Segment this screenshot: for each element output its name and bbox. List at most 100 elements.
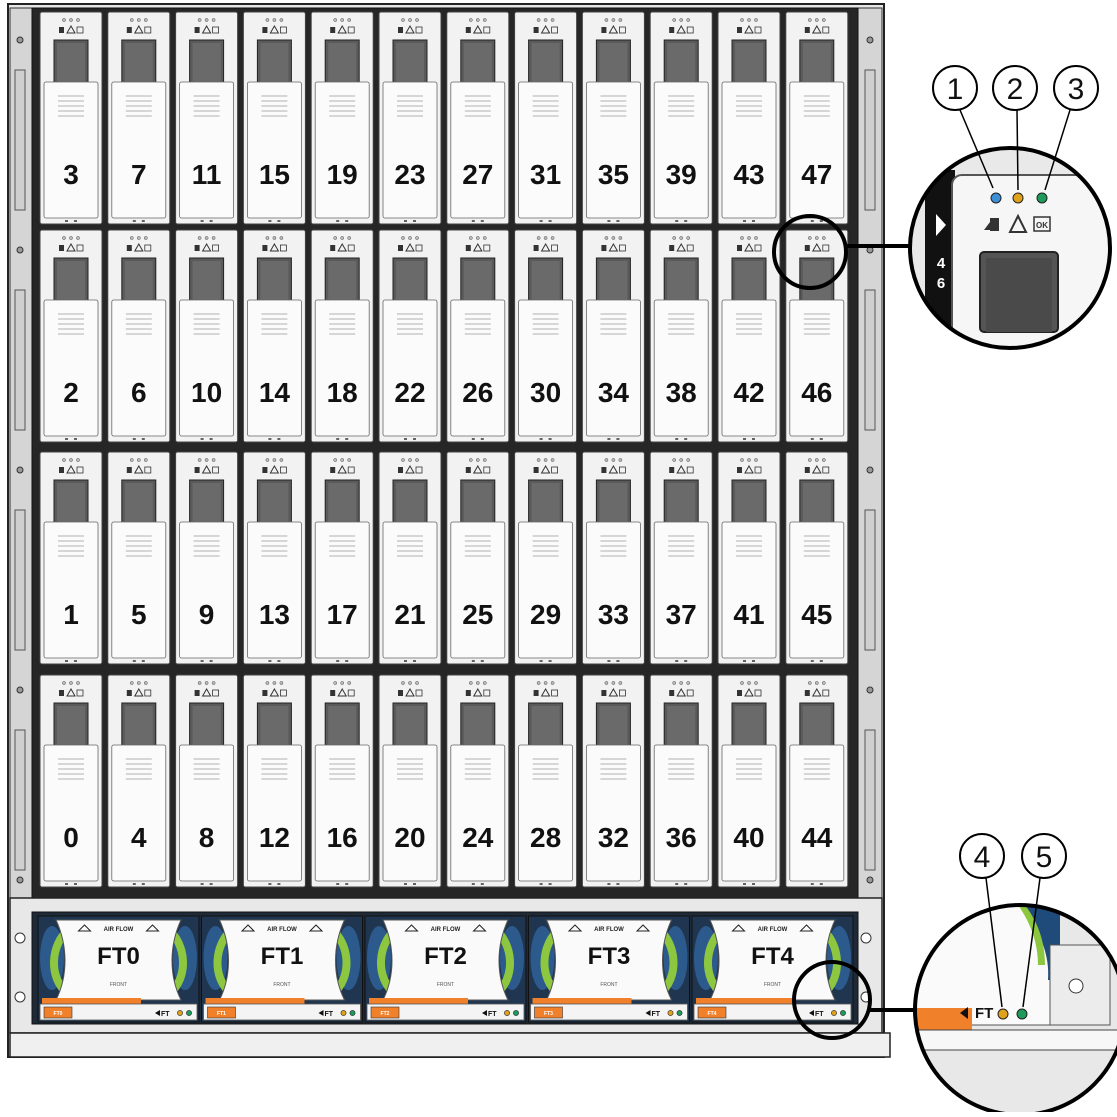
drive-handle[interactable] (450, 81, 506, 219)
drive-handle[interactable] (586, 299, 641, 437)
drive-handle[interactable] (382, 81, 438, 219)
drive-slot[interactable]: 18 (310, 229, 374, 443)
drive-handle[interactable] (586, 521, 641, 659)
drive-handle[interactable] (721, 299, 777, 437)
drive-slot[interactable]: 7 (107, 11, 171, 225)
drive-slot[interactable]: 33 (581, 451, 645, 665)
drive-slot[interactable]: 6 (107, 229, 171, 443)
drive-handle[interactable] (246, 521, 302, 659)
drive-handle[interactable] (721, 744, 777, 882)
drive-handle[interactable] (653, 521, 709, 659)
drive-handle[interactable] (179, 81, 235, 219)
drive-slot[interactable]: 8 (175, 674, 239, 888)
drive-slot[interactable]: 21 (378, 451, 442, 665)
drive-slot[interactable]: 34 (581, 229, 645, 443)
drive-handle[interactable] (111, 299, 167, 437)
drive-handle[interactable] (382, 299, 438, 437)
drive-slot[interactable]: 14 (242, 229, 306, 443)
drive-handle[interactable] (518, 521, 573, 659)
drive-slot[interactable]: 26 (446, 229, 510, 443)
drive-handle[interactable] (246, 299, 302, 437)
drive-handle[interactable] (789, 744, 845, 882)
drive-slot[interactable]: 31 (514, 11, 578, 225)
drive-slot[interactable]: 20 (378, 674, 442, 888)
drive-slot[interactable]: 19 (310, 11, 374, 225)
drive-handle[interactable] (246, 81, 302, 219)
drive-slot[interactable]: 17 (310, 451, 374, 665)
drive-slot[interactable]: 24 (446, 674, 510, 888)
drive-handle[interactable] (789, 81, 845, 219)
drive-handle[interactable] (43, 299, 99, 437)
drive-slot[interactable]: 2 (39, 229, 103, 443)
drive-handle[interactable] (179, 744, 235, 882)
drive-handle[interactable] (43, 744, 99, 882)
drive-handle[interactable] (179, 521, 235, 659)
drive-handle[interactable] (314, 744, 370, 882)
drive-slot[interactable]: 35 (581, 11, 645, 225)
drive-slot[interactable]: 23 (378, 11, 442, 225)
drive-handle[interactable] (721, 521, 777, 659)
drive-handle[interactable] (586, 81, 641, 219)
drive-handle[interactable] (789, 521, 845, 659)
drive-handle[interactable] (450, 744, 506, 882)
drive-handle[interactable] (721, 81, 777, 219)
drive-handle[interactable] (586, 744, 641, 882)
drive-slot[interactable]: 44 (785, 674, 849, 888)
drive-handle[interactable] (314, 299, 370, 437)
drive-handle[interactable] (450, 521, 506, 659)
drive-slot[interactable]: 12 (242, 674, 306, 888)
drive-handle[interactable] (382, 744, 438, 882)
drive-slot[interactable]: 13 (242, 451, 306, 665)
drive-slot[interactable]: 27 (446, 11, 510, 225)
drive-slot[interactable]: 15 (242, 11, 306, 225)
drive-slot[interactable]: 38 (649, 229, 713, 443)
drive-slot[interactable]: 41 (717, 451, 781, 665)
drive-slot[interactable]: 45 (785, 451, 849, 665)
drive-slot[interactable]: 11 (175, 11, 239, 225)
drive-slot[interactable]: 30 (514, 229, 578, 443)
fan-tab[interactable] (534, 1006, 563, 1019)
drive-slot[interactable]: 29 (514, 451, 578, 665)
drive-slot[interactable]: 42 (717, 229, 781, 443)
drive-handle[interactable] (111, 81, 167, 219)
drive-slot[interactable]: 22 (378, 229, 442, 443)
drive-handle[interactable] (653, 744, 709, 882)
fan-tab[interactable] (370, 1006, 400, 1019)
drive-handle[interactable] (382, 521, 438, 659)
drive-handle[interactable] (179, 299, 235, 437)
drive-slot[interactable]: 1 (39, 451, 103, 665)
drive-slot[interactable]: 43 (717, 11, 781, 225)
drive-handle[interactable] (450, 299, 506, 437)
drive-slot[interactable]: 36 (649, 674, 713, 888)
drive-slot[interactable]: 47 (785, 11, 849, 225)
drive-handle[interactable] (111, 521, 167, 659)
drive-handle[interactable] (246, 744, 302, 882)
drive-handle[interactable] (314, 521, 370, 659)
drive-slot[interactable]: 37 (649, 451, 713, 665)
drive-handle[interactable] (653, 299, 709, 437)
drive-slot[interactable]: 5 (107, 451, 171, 665)
drive-slot[interactable]: 25 (446, 451, 510, 665)
drive-handle[interactable] (518, 744, 573, 882)
drive-handle[interactable] (789, 299, 845, 437)
drive-slot[interactable]: 0 (39, 674, 103, 888)
drive-slot[interactable]: 16 (310, 674, 374, 888)
drive-slot[interactable]: 9 (175, 451, 239, 665)
drive-slot[interactable]: 10 (175, 229, 239, 443)
fan-tab[interactable] (697, 1006, 727, 1019)
drive-slot[interactable]: 28 (514, 674, 578, 888)
fan-tab[interactable] (207, 1006, 236, 1019)
drive-handle[interactable] (518, 81, 573, 219)
drive-handle[interactable] (314, 81, 370, 219)
drive-handle[interactable] (43, 521, 99, 659)
drive-slot[interactable]: 3 (39, 11, 103, 225)
drive-slot[interactable]: 4 (107, 674, 171, 888)
drive-slot[interactable]: 46 (785, 229, 849, 443)
drive-handle[interactable] (43, 81, 99, 219)
drive-slot[interactable]: 39 (649, 11, 713, 225)
